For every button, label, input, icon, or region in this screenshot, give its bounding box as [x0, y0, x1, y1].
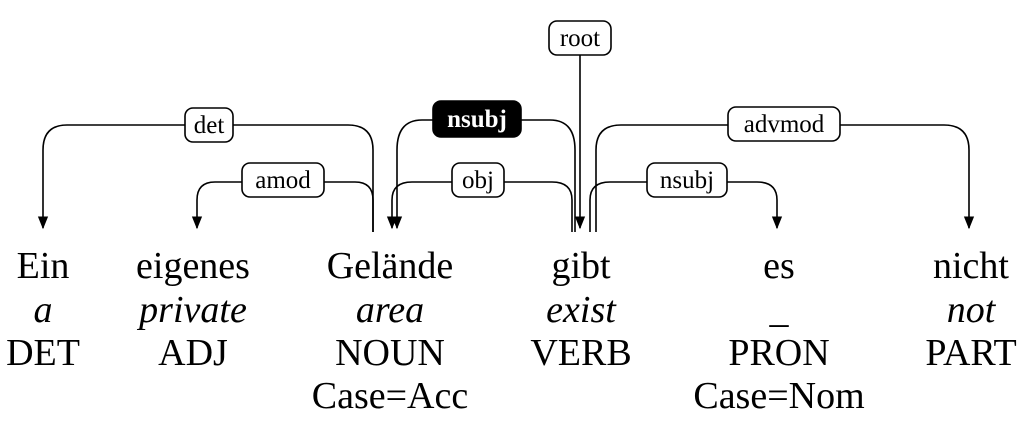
- token-upos: VERB: [530, 332, 631, 374]
- token-gloss: private: [136, 289, 247, 331]
- label-box-amod: [241, 162, 325, 198]
- token-5: nicht not PART: [925, 245, 1016, 374]
- token-form: eigenes: [136, 245, 250, 287]
- label-amod: amod: [255, 167, 311, 194]
- label-box-obj: [451, 162, 505, 198]
- token-gloss: exist: [546, 289, 617, 331]
- token-gloss: area: [356, 289, 424, 331]
- label-box-det: [184, 107, 234, 143]
- token-0: Ein a DET: [6, 245, 80, 374]
- label-box-nsubj-highlight: [432, 100, 522, 138]
- label-box-root: [548, 20, 612, 56]
- label-nsubj: nsubj: [660, 167, 714, 194]
- label-advmod: advmod: [744, 111, 825, 138]
- token-form: Gelände: [327, 245, 454, 287]
- token-form: nicht: [933, 245, 1009, 287]
- token-2: Gelände area NOUN Case=Acc: [312, 245, 468, 417]
- token-gloss: not: [947, 289, 997, 331]
- token-1: eigenes private ADJ: [136, 245, 250, 374]
- label-nsubj-highlight: nsubj: [447, 106, 507, 133]
- token-form: gibt: [551, 245, 611, 287]
- token-upos: ADJ: [158, 332, 228, 374]
- token-4: es _ PRON Case=Nom: [693, 245, 864, 417]
- token-gloss: a: [34, 289, 53, 331]
- token-upos: NOUN: [335, 332, 445, 374]
- token-upos: PRON: [728, 332, 829, 374]
- token-upos: DET: [6, 332, 80, 374]
- label-box-advmod: [727, 106, 841, 142]
- labels-layer: root det amod nsubj obj nsubj advmod: [184, 20, 841, 198]
- label-root: root: [560, 25, 600, 52]
- token-upos: PART: [925, 332, 1016, 374]
- label-box-nsubj: [646, 162, 728, 198]
- label-obj: obj: [462, 167, 494, 194]
- arcs-layer: [37, 55, 975, 232]
- token-3: gibt exist VERB: [530, 245, 631, 374]
- token-form: es: [763, 245, 795, 287]
- token-feats: Case=Nom: [693, 375, 864, 417]
- token-gloss: _: [769, 289, 790, 331]
- label-det: det: [194, 112, 225, 139]
- token-feats: Case=Acc: [312, 375, 468, 417]
- token-form: Ein: [17, 245, 70, 287]
